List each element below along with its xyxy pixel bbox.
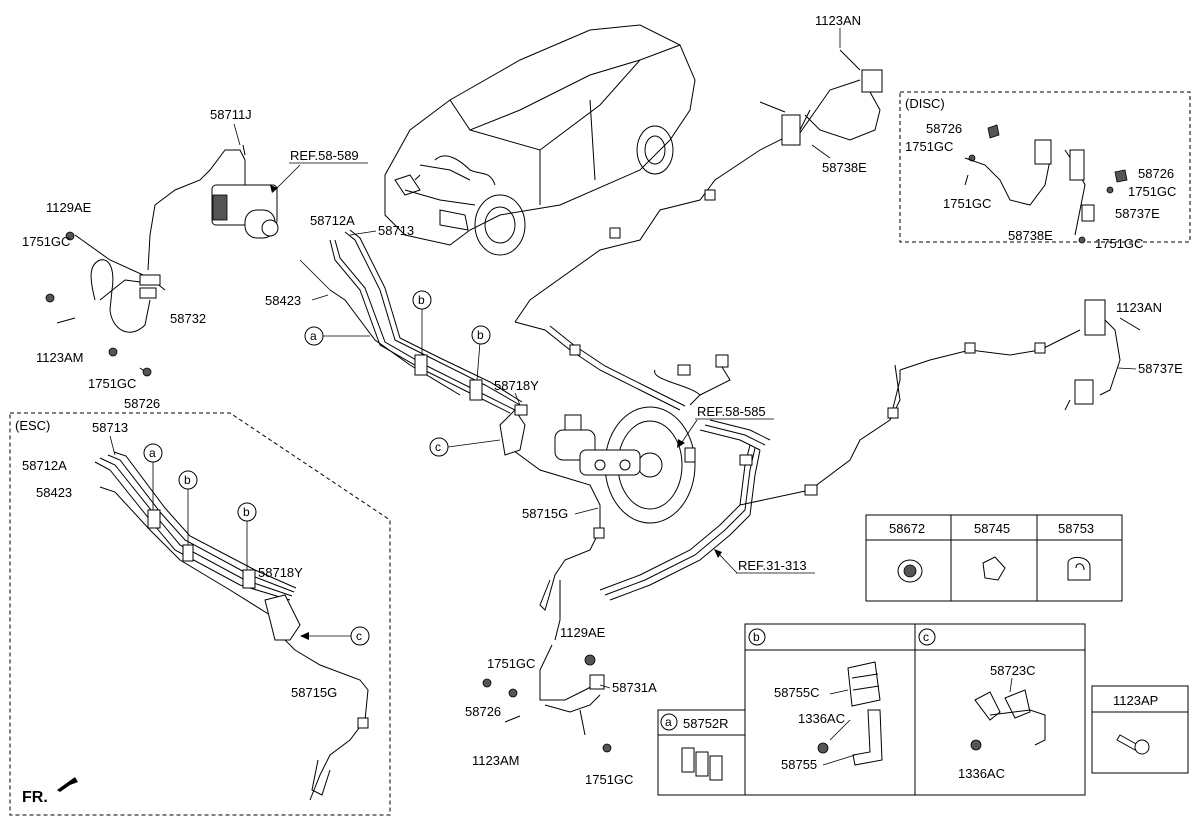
center-brackets <box>499 404 528 456</box>
label-1123AN-right: 1123AN <box>1116 300 1162 315</box>
rear-right-hose <box>1064 299 1141 411</box>
label-ref-58-589: REF.58-589 <box>290 148 359 163</box>
main-brake-lines <box>299 229 523 414</box>
table-col-58672: 58672 <box>889 521 925 536</box>
abs-module <box>147 144 279 271</box>
table-b-label-58755: 58755 <box>781 757 817 772</box>
callout-c-main: c <box>435 440 441 454</box>
disc-label-1751GC-a: 1751GC <box>905 139 953 154</box>
label-58713-top: 58713 <box>378 223 414 238</box>
label-1123AM-left: 1123AM <box>36 350 83 365</box>
esc-callout-b-2: b <box>243 505 250 519</box>
parts-table-grommets: 58672 58745 58753 <box>865 514 1123 602</box>
disc-label-58726-b: 58726 <box>1138 166 1174 181</box>
label-1123AM-bottom: 1123AM <box>472 753 519 768</box>
table-a-part-58752R: 58752R <box>683 716 729 731</box>
label-58732: 58732 <box>170 311 206 326</box>
rear-left-hose-top <box>759 49 883 146</box>
label-ref-58-585: REF.58-585 <box>697 404 766 419</box>
esc-label-58715G: 58715G <box>291 685 337 700</box>
front-right-line <box>482 447 612 753</box>
label-58715G-top: 58715G <box>522 506 568 521</box>
label-58711J: 58711J <box>210 107 252 122</box>
label-58423-top: 58423 <box>265 293 301 308</box>
table-1123AP-bolt: 1123AP <box>1091 685 1189 774</box>
table-c-label-1336AC: 1336AC <box>958 766 1005 781</box>
esc-inset: (ESC) 58713 58712A 58423 58718Y 58715G a… <box>9 412 391 816</box>
table-b-label-1336AC: 1336AC <box>798 711 845 726</box>
esc-callout-b-1: b <box>184 473 191 487</box>
esc-callout-a: a <box>149 446 156 460</box>
disc-label-1751GC-b: 1751GC <box>943 196 991 211</box>
table-c-callout: c <box>923 630 929 644</box>
table-col-58745: 58745 <box>974 521 1010 536</box>
car-illustration <box>384 24 696 256</box>
label-58726-left: 58726 <box>124 396 160 411</box>
disc-label-58737E: 58737E <box>1115 206 1160 221</box>
disc-inset: (DISC) 58726 1751GC 1751GC 58738E 58726 … <box>899 91 1191 251</box>
label-1129AE-bottom: 1129AE <box>560 625 606 640</box>
esc-label-58712A: 58712A <box>22 458 67 473</box>
table-1123AP-part: 1123AP <box>1113 693 1158 708</box>
esc-label-58423: 58423 <box>36 485 72 500</box>
label-58738E-top: 58738E <box>822 160 867 175</box>
table-c-label-58723C: 58723C <box>990 663 1036 678</box>
label-58726-bottom: 58726 <box>465 704 501 719</box>
table-bc-brackets: b c 58755C 1336AC 58755 58723C 1336AC <box>744 623 1086 796</box>
label-1751GC-left2: 1751GC <box>88 376 136 391</box>
disc-label-58738E: 58738E <box>1008 228 1053 243</box>
table-b-label-58755C: 58755C <box>774 685 820 700</box>
label-front-direction: FR. <box>22 789 48 806</box>
disc-label-1751GC-d: 1751GC <box>1095 236 1143 251</box>
label-58731A: 58731A <box>612 680 657 695</box>
table-col-58753: 58753 <box>1058 521 1094 536</box>
esc-callout-c: c <box>356 629 362 643</box>
label-58718Y-top: 58718Y <box>494 378 539 393</box>
rear-brake-lines <box>514 79 1081 601</box>
main-callouts: a b b c <box>304 290 501 457</box>
table-b-callout: b <box>753 630 760 644</box>
callout-b-main-1: b <box>418 293 425 307</box>
callout-a-main: a <box>310 329 317 343</box>
callout-b-main-2: b <box>477 328 484 342</box>
esc-label-58713: 58713 <box>92 420 128 435</box>
disc-label-1751GC-c: 1751GC <box>1128 184 1176 199</box>
main-labels: 58711J REF.58-589 1129AE 1751GC 58732 11… <box>22 13 1183 806</box>
label-1123AN-top: 1123AN <box>815 13 861 28</box>
label-1751GC-left: 1751GC <box>22 234 70 249</box>
esc-title: (ESC) <box>15 418 50 433</box>
label-58712A-top: 58712A <box>310 213 355 228</box>
table-a-callout: a <box>665 715 672 729</box>
label-1751GC-bottom2: 1751GC <box>585 772 633 787</box>
label-ref-31-313: REF.31-313 <box>738 558 807 573</box>
front-left-hose <box>45 231 166 377</box>
label-1751GC-bottom: 1751GC <box>487 656 535 671</box>
disc-title: (DISC) <box>905 96 945 111</box>
master-cylinder-booster <box>554 406 696 524</box>
front-arrow-icon <box>57 777 78 792</box>
label-58737E-right: 58737E <box>1138 361 1183 376</box>
label-1129AE-top: 1129AE <box>46 200 92 215</box>
table-a-clip: a 58752R <box>657 709 747 796</box>
disc-label-58726-a: 58726 <box>926 121 962 136</box>
esc-label-58718Y: 58718Y <box>258 565 303 580</box>
